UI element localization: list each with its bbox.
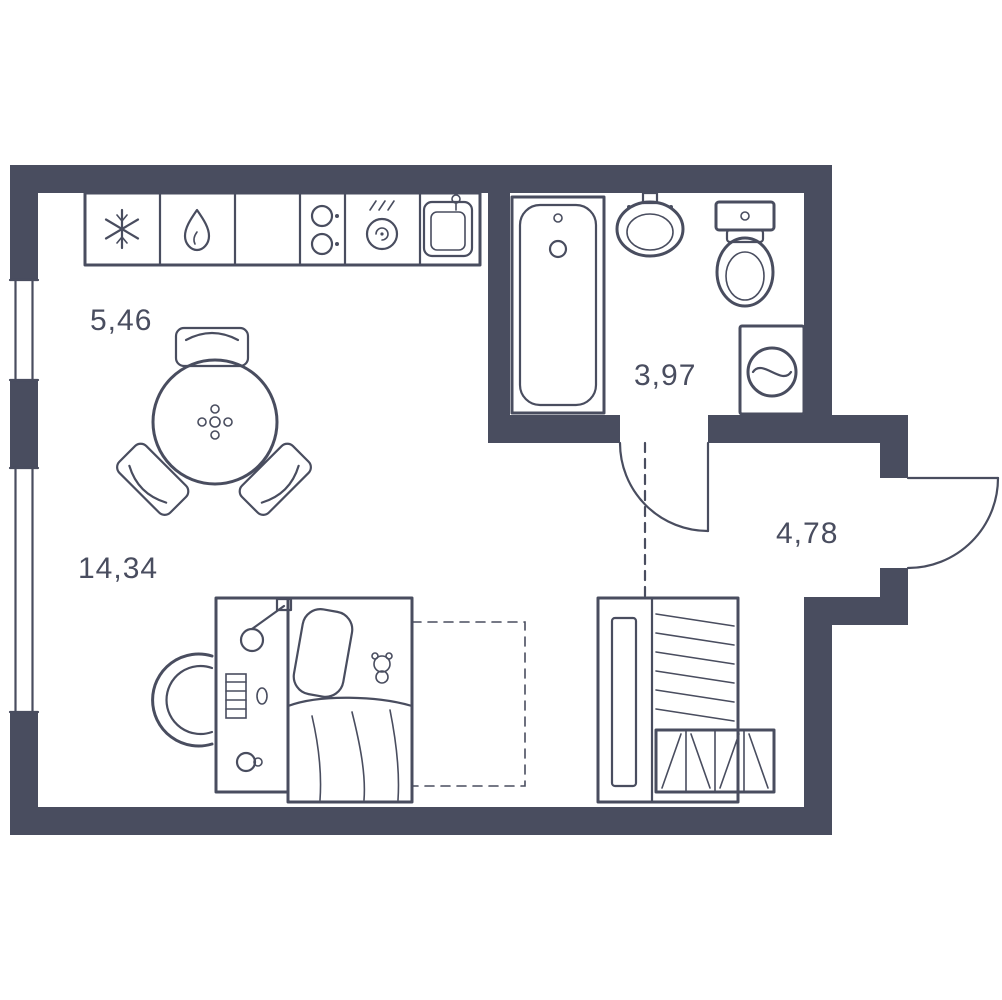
wall-left-middle <box>10 380 38 468</box>
fridge-snowflake-icon <box>104 208 140 250</box>
wardrobe-mirror-panel <box>610 616 638 788</box>
hood-icon <box>365 200 399 251</box>
windows <box>8 278 40 714</box>
mug-icon <box>235 751 263 773</box>
table-centerpiece-icon <box>197 404 233 440</box>
cooktop-icon <box>310 204 339 256</box>
room-label-bathroom: 3,97 <box>634 359 696 392</box>
room-label-living-room: 14,34 <box>78 552 158 585</box>
bathtub <box>510 195 606 415</box>
kitchen-sink <box>422 194 474 258</box>
bed <box>286 596 414 804</box>
wall-right-lower <box>804 597 832 835</box>
keyboard-icon <box>225 673 247 719</box>
entrance-door <box>906 476 1000 570</box>
desk-lamp-icon <box>239 597 293 653</box>
dining-table <box>151 358 279 486</box>
desk-chair <box>151 652 214 748</box>
washbasin <box>615 191 685 258</box>
window-upper <box>8 278 40 382</box>
desk <box>214 596 293 794</box>
wall-bath-bottom-left <box>488 415 620 443</box>
room-label-kitchen: 5,46 <box>90 304 152 337</box>
wall-top <box>10 165 832 193</box>
wall-left-upper <box>10 165 38 280</box>
hanging-rail-icon <box>655 613 735 722</box>
wall-right-upper <box>804 165 832 415</box>
window-lower <box>8 466 40 714</box>
walls <box>10 165 908 835</box>
bed-extension-dashed <box>411 621 526 787</box>
shoe-cabinet <box>654 728 776 794</box>
pillow <box>292 608 354 698</box>
wall-bump-jamb-upper <box>880 443 908 478</box>
kitchen-counter <box>83 191 482 267</box>
wall-bath-divider <box>488 193 510 443</box>
flame-icon <box>183 208 211 252</box>
wall-bottom <box>10 807 832 835</box>
bathroom-door <box>618 441 710 533</box>
wall-bath-bottom-right <box>708 415 832 443</box>
teddy-icon <box>371 652 393 684</box>
toilet <box>714 200 776 308</box>
dining-chair <box>235 439 316 520</box>
washing-machine <box>738 324 806 416</box>
wardrobe <box>596 596 740 804</box>
blanket <box>286 696 414 801</box>
room-label-hallway: 4,78 <box>776 517 838 550</box>
dining-chair <box>112 439 193 520</box>
mouse-icon <box>256 687 268 705</box>
